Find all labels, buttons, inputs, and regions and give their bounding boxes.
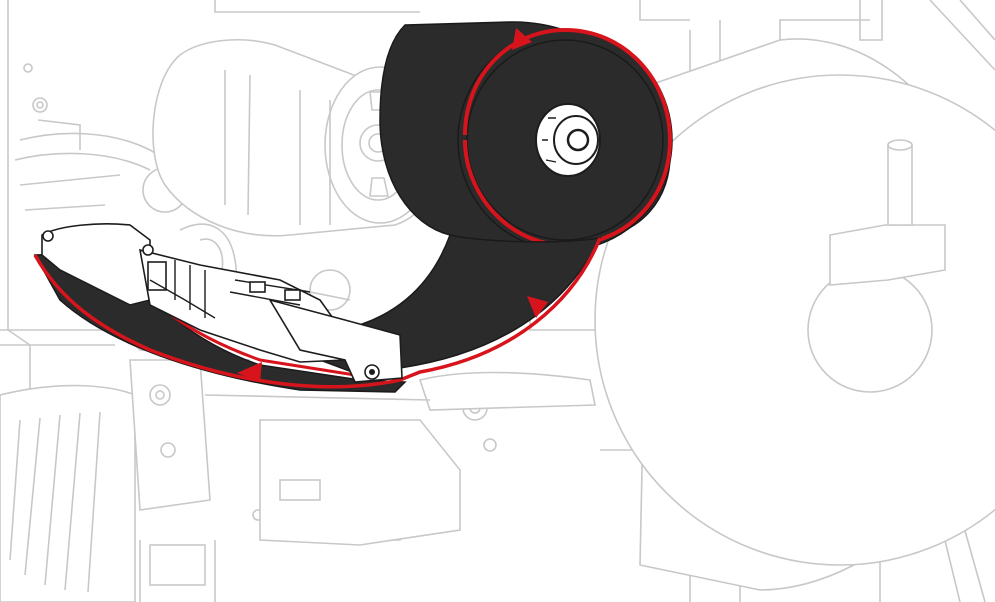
media-roll-outline [594, 19, 995, 591]
direction-arrow-2 [527, 296, 548, 318]
platen-and-guides-outline [0, 359, 596, 602]
printhead-mechanism [41, 223, 403, 383]
direction-arrow-1 [512, 28, 532, 50]
ribbon-path-highlight [33, 237, 602, 389]
direction-arrows [237, 28, 548, 382]
direction-arrow-3 [237, 362, 262, 382]
ribbon-supply-roll [379, 21, 673, 251]
